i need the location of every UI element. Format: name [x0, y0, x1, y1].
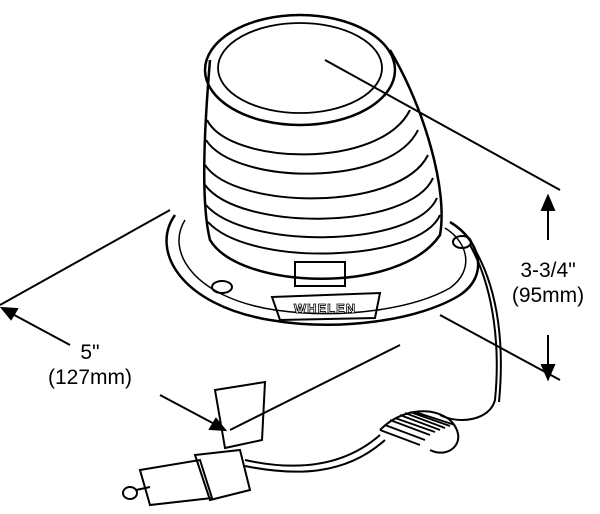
height-dimension-label: 3-3/4" (95mm) — [498, 258, 598, 308]
cord-tag — [213, 380, 267, 450]
diameter-metric: (127mm) — [47, 366, 132, 389]
height-imperial: 3-3/4" — [520, 259, 576, 282]
whelen-logo-plate: WHELEN — [270, 291, 382, 322]
height-metric: (95mm) — [511, 284, 585, 307]
lens-dome — [203, 13, 397, 127]
power-cord — [244, 244, 502, 473]
base-flange — [165, 214, 480, 326]
diameter-imperial: 5" — [80, 341, 100, 364]
svg-text:WHELEN: WHELEN — [294, 301, 356, 316]
diameter-dimension-label: 5" (127mm) — [40, 340, 140, 390]
diameter-dimension-lines — [0, 209, 401, 432]
height-dimension-lines — [324, 59, 561, 382]
cigarette-lighter-plug — [122, 448, 252, 507]
lens-body — [202, 49, 443, 287]
